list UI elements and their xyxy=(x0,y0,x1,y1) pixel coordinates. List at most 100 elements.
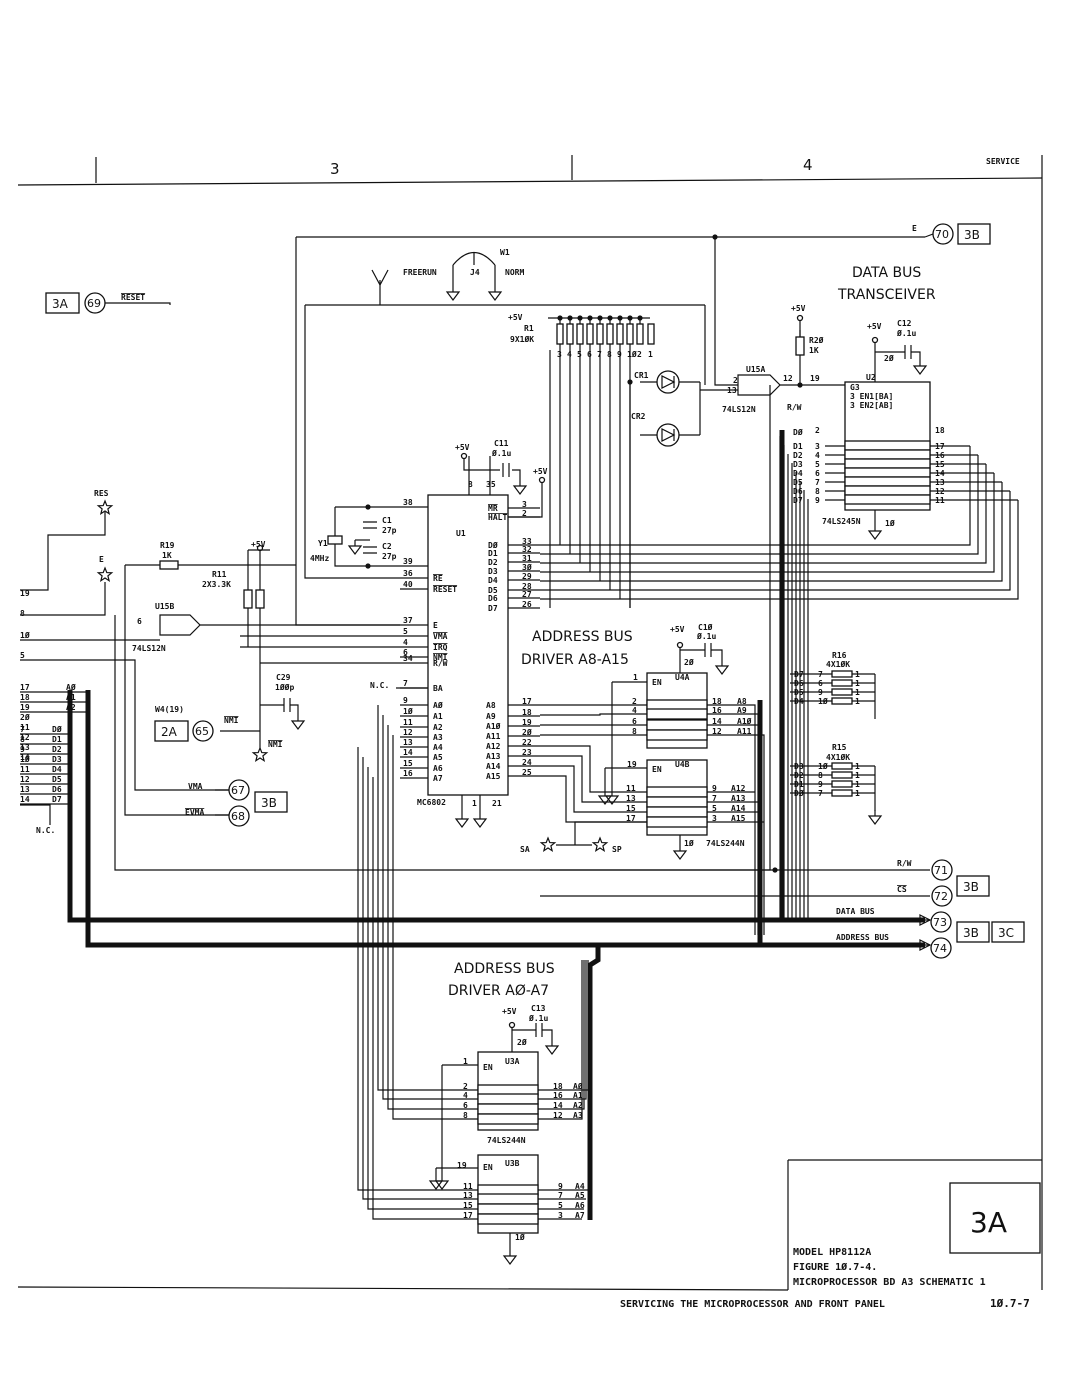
cpu-right-addr-num: 19 xyxy=(522,718,532,727)
u4a-out-name: A11 xyxy=(737,727,752,736)
reset-sig: RESET xyxy=(121,293,145,302)
capacitor-symbol xyxy=(502,463,510,477)
u4a-out-pin: 14 xyxy=(712,717,722,726)
u4b-out-pin: 3 xyxy=(712,814,717,823)
u2-left-pin: 8 xyxy=(815,487,820,496)
addr-lo-title-1: ADDRESS BUS xyxy=(454,961,555,977)
u4b-out-name: A12 xyxy=(731,784,746,793)
left-data-pin: 13 xyxy=(20,785,30,794)
u3b-out-name: A6 xyxy=(575,1201,585,1210)
cpu-left-pin-name: R/W xyxy=(433,659,448,668)
wire xyxy=(924,233,934,238)
cpu-right-addr-name: A15 xyxy=(486,772,501,781)
u3-gnd-pin: 1Ø xyxy=(515,1232,525,1242)
c13-ref: C13 xyxy=(531,1004,546,1013)
left-edge-pin: 5 xyxy=(20,651,25,660)
cpu-left-pin-num: 5 xyxy=(403,627,408,636)
cpu-left-pin-num: 39 xyxy=(403,557,413,566)
r20-value: 1K xyxy=(809,346,819,355)
r11b-resistor xyxy=(255,589,265,609)
rwcs-ref-box xyxy=(956,875,990,897)
u15a-ref: U15A xyxy=(746,365,765,374)
reset-num-circle xyxy=(84,292,106,314)
left-addr-pin: 13 xyxy=(20,743,30,752)
cpu-left-pin-num: 12 xyxy=(403,728,413,737)
u2-left-name: D5 xyxy=(793,478,803,487)
w4-label: W4(19) xyxy=(155,705,184,714)
u2-vcc-pin: 2Ø xyxy=(884,353,894,363)
wire xyxy=(540,704,756,935)
u4a-in-pin: 4 xyxy=(632,706,637,715)
wire xyxy=(540,775,764,823)
u4b-in-pin: 11 xyxy=(626,784,636,793)
reset-ref-box xyxy=(45,292,80,314)
u2-en1: 3 EN1[BA] xyxy=(850,392,893,401)
addr-hi-title-2: DRIVER A8-A15 xyxy=(521,652,629,668)
cpu-left-pin-name: A4 xyxy=(433,743,443,752)
cpu-left-pin-name: A6 xyxy=(433,764,443,773)
u3b-in-pin: 15 xyxy=(463,1201,473,1210)
r1-pin-num: 1Ø xyxy=(627,349,637,359)
cpu-ref: U1 xyxy=(456,529,466,538)
u15b-out-pin: 6 xyxy=(137,617,142,626)
wire xyxy=(105,302,171,305)
cpu-left-pin-num: 34 xyxy=(403,654,413,663)
evma-sig: EVMA xyxy=(185,808,204,817)
nmi-sig: NMI xyxy=(224,716,239,725)
test-point-icon xyxy=(96,499,114,516)
c12-ref: C12 xyxy=(897,319,912,328)
cpu-right-pin-name: D3 xyxy=(488,567,498,576)
u2-left-name: D7 xyxy=(793,496,803,505)
data-bus-title-1: DATA BUS xyxy=(852,265,921,281)
title-label: MICROPROCESSOR BD A3 SCHEMATIC 1 xyxy=(793,1277,986,1288)
data-line xyxy=(540,446,971,546)
left-data-pin: 12 xyxy=(20,775,30,784)
r1-plus5v: +5V xyxy=(508,313,523,322)
addr-bus-sig: ADDRESS BUS xyxy=(836,933,889,942)
u3a-in-pin: 2 xyxy=(463,1082,468,1091)
u4b-out-pin: 9 xyxy=(712,784,717,793)
data-bus-title-2: TRANSCEIVER xyxy=(837,287,936,303)
vma-circle xyxy=(228,779,250,801)
capacitor-symbol xyxy=(363,521,377,529)
left-data-name: D1 xyxy=(52,735,62,744)
u2-gnd-pin: 1Ø xyxy=(885,518,895,528)
r1-ref: R1 xyxy=(524,324,534,333)
cpu-left-pin-num: 4 xyxy=(403,638,408,647)
r20-ref: R2Ø xyxy=(809,335,824,345)
zone-box xyxy=(949,1182,1041,1254)
u3-vcc-pin: 2Ø xyxy=(517,1037,527,1047)
ground-symbol xyxy=(454,813,470,828)
u4a-out-name: A9 xyxy=(737,706,747,715)
cpu-left-pin-name: RESET xyxy=(433,585,457,594)
r1-resistor xyxy=(647,323,655,345)
nand-gate-u15b xyxy=(159,614,201,636)
left-data-name: DØ xyxy=(52,724,62,734)
cs-circle xyxy=(931,885,953,907)
diode-icon xyxy=(661,375,676,389)
e-out-ref: 3B xyxy=(964,228,980,242)
ground-symbol xyxy=(502,1250,518,1265)
u4a-out-name: A8 xyxy=(737,697,747,706)
u3b-out-name: A4 xyxy=(575,1182,585,1191)
cpu-right-pin-name: D7 xyxy=(488,604,498,613)
u3a-out-pin: 14 xyxy=(553,1101,563,1110)
data-bus-circle xyxy=(930,911,952,933)
vcc-mr: +5V xyxy=(533,467,548,476)
wire xyxy=(362,757,586,1200)
capacitor-symbol xyxy=(363,546,377,554)
cpu-top-pin-8: 8 xyxy=(468,480,473,489)
jumper-line xyxy=(452,265,496,292)
u3-en-b-pin: 19 xyxy=(457,1161,467,1170)
cpu-right-pin-name: D6 xyxy=(488,594,498,603)
nand-gate-u15a xyxy=(737,374,781,396)
junction-dot xyxy=(365,504,371,510)
ground-symbol xyxy=(472,813,488,828)
c11-ref: C11 xyxy=(494,439,509,448)
u2-left-pin: 9 xyxy=(815,496,820,505)
page-number: 1Ø.7-7 xyxy=(990,1297,1030,1310)
test-point-icon xyxy=(591,836,609,853)
y1-value: 4MHz xyxy=(310,554,329,563)
cpu-right-pin-num: 3Ø xyxy=(522,562,532,572)
